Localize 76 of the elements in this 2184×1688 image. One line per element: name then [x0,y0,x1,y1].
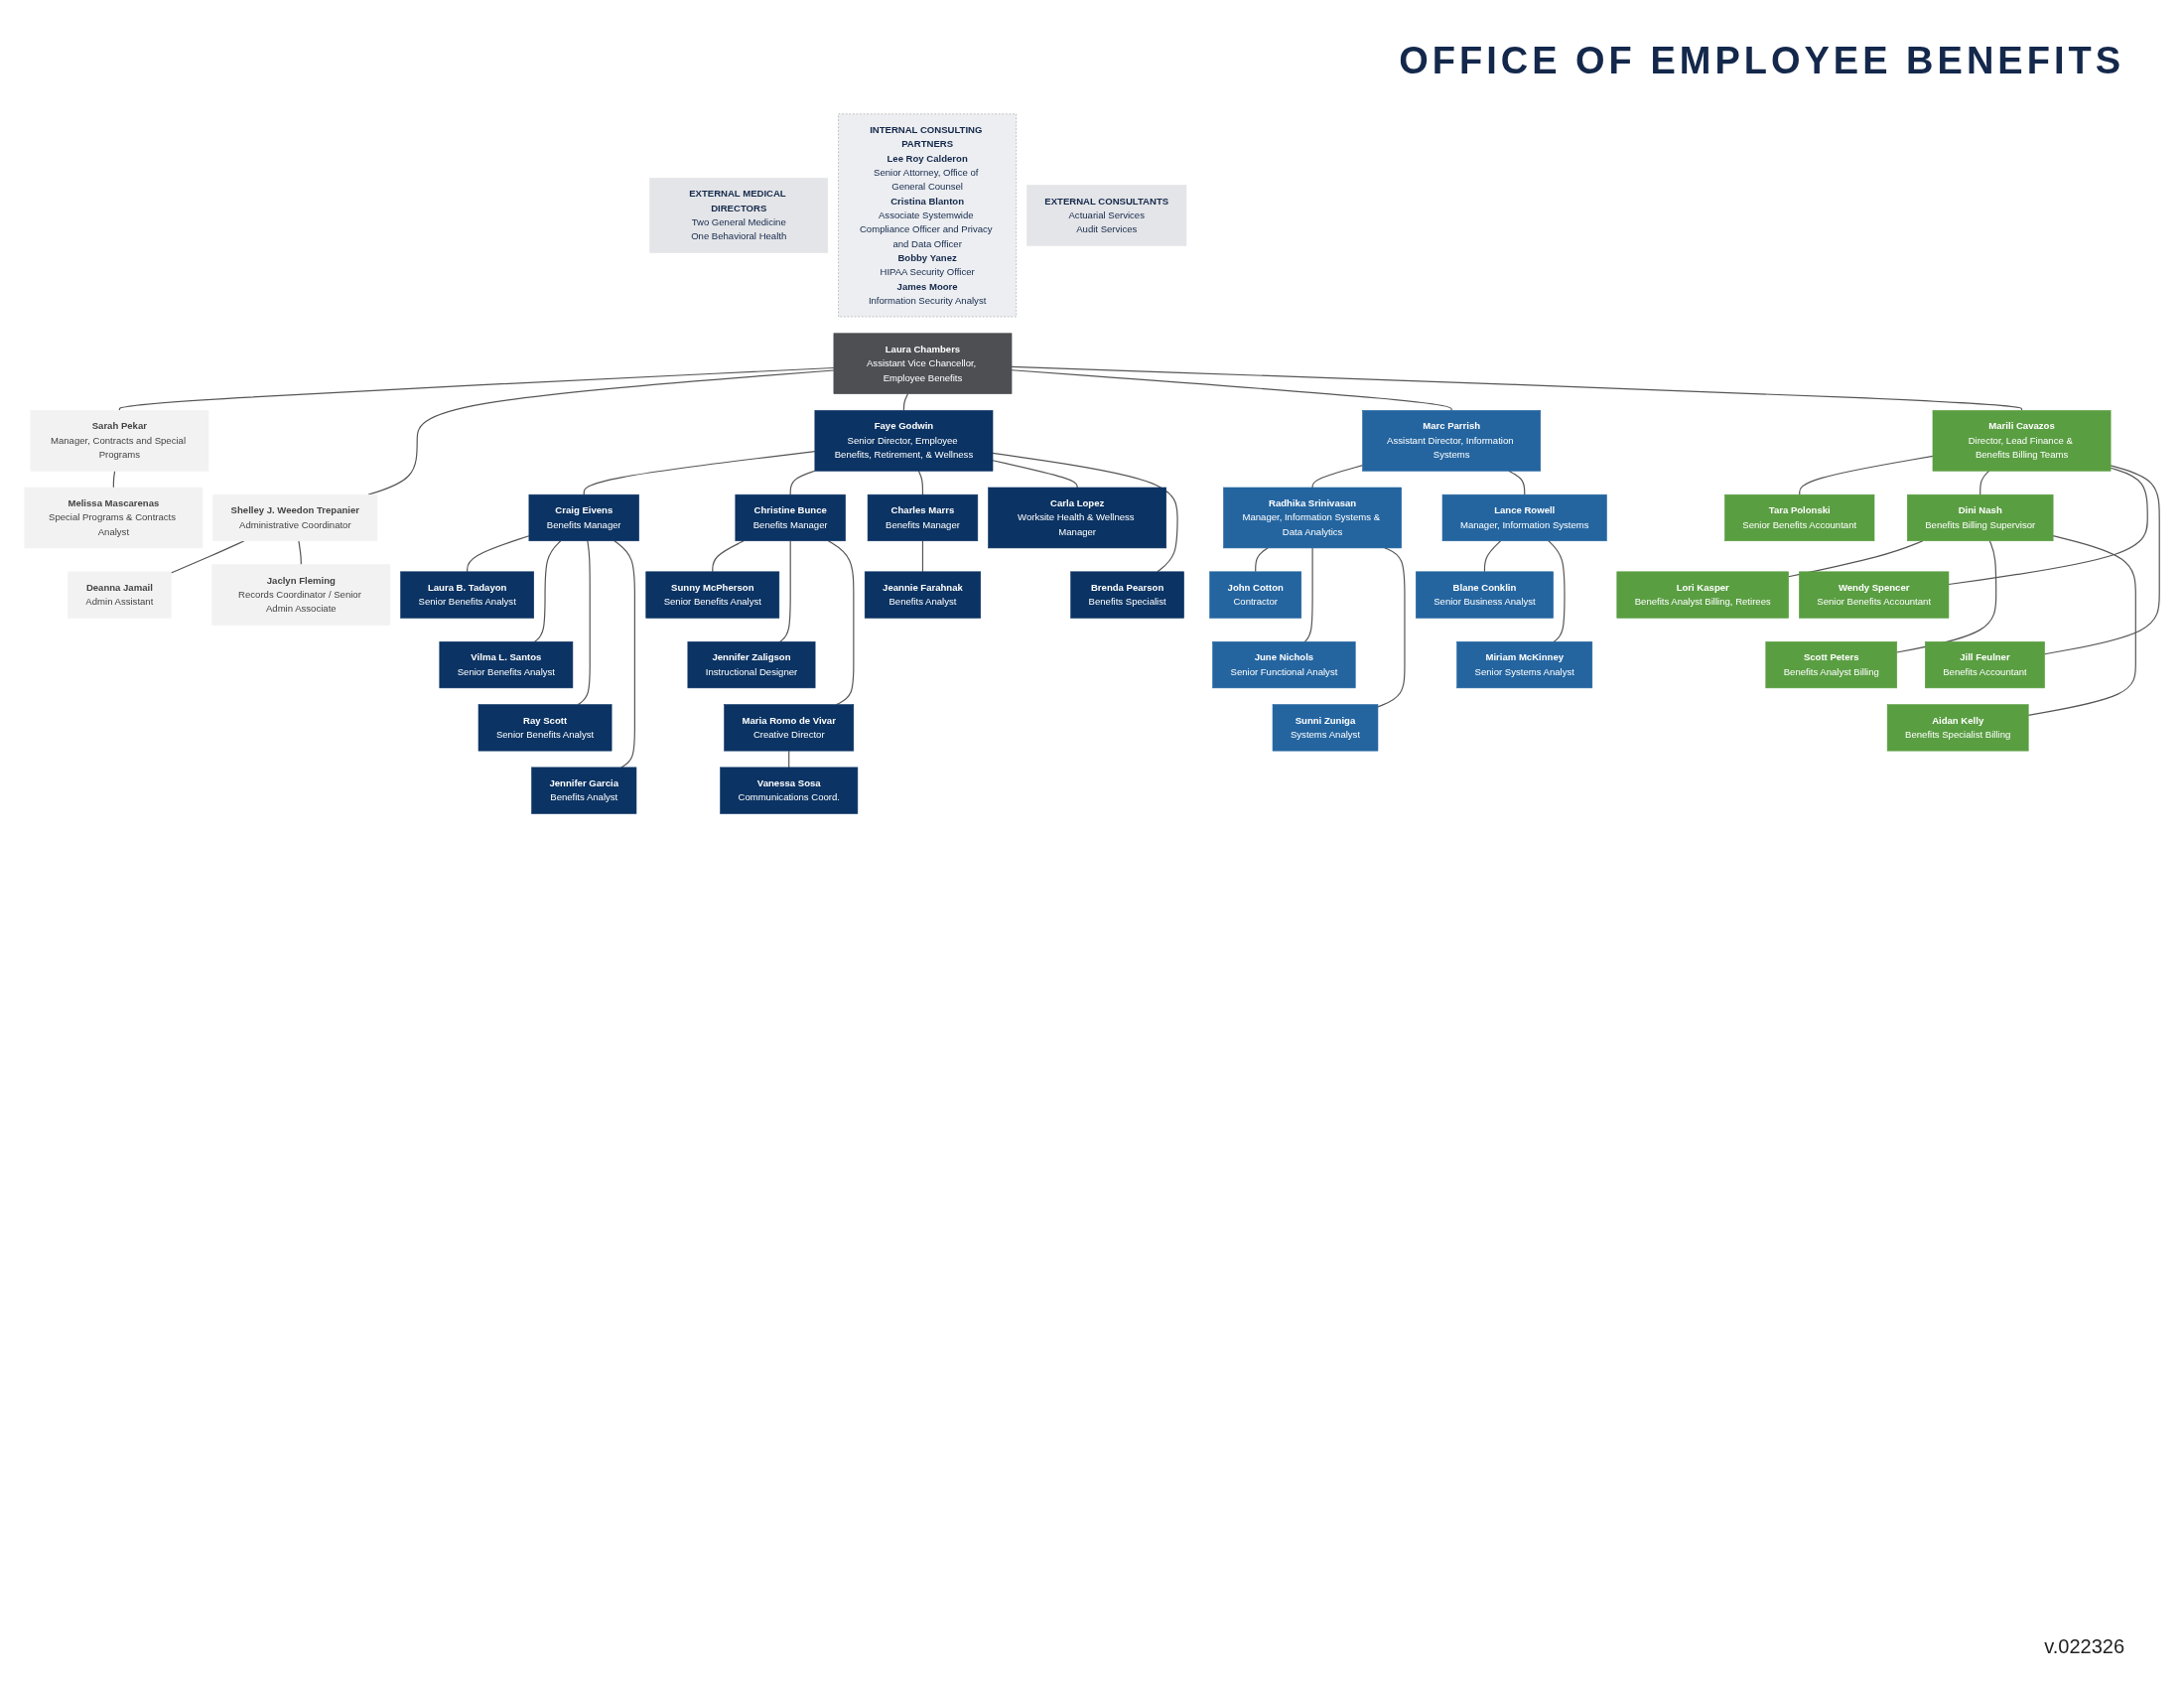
connector [1896,540,1997,653]
connector [1311,465,1364,489]
connector [902,393,909,411]
connector [1799,455,1934,495]
connector [992,460,1078,489]
connector [1377,547,1406,708]
node-box: Blane Conklin Senior Business Analyst [1416,571,1554,619]
connector [921,540,924,573]
node-box: Sunny McPherson Senior Benefits Analyst [645,571,780,619]
connector [577,540,591,706]
connector [1303,547,1313,642]
node-box: Christine Bunce Benefits Manager [735,493,846,542]
connector [367,369,835,495]
connector [118,366,835,411]
node-box: John Cotton Contractor [1209,571,1302,619]
connector [1948,467,2148,586]
node-box: Maria Romo de Vivar Creative Director [724,704,855,752]
node-box: Vanessa Sosa Communications Coord. [720,767,859,814]
node-box: Sarah Pekar Manager, Contracts and Special Programs [30,410,209,472]
node-box: Lori Kasper Benefits Analyst Billing, Retirees [1616,571,1789,619]
connector [1788,540,1924,578]
node-box: Radhika Srinivasan Manager, Information Systems & Data Analytics [1223,487,1402,549]
node-box: Laura B. Tadayon Senior Benefits Analyst [400,571,534,619]
node-box: Craig Eivens Benefits Manager [528,493,639,542]
connector [2044,465,2160,655]
node-box: Faye Godwin Senior Director, Employee Benefits, Retirement, & Wellness [814,410,994,472]
node-box: Dini Nash Benefits Billing Supervisor [1907,493,2054,542]
node-box: Deanna Jamail Admin Assistant [68,571,172,619]
node-box: Miriam McKinney Senior Systems Analyst [1456,640,1593,689]
node-box: Ray Scott Senior Benefits Analyst [478,704,613,752]
node-box: Wendy Spencer Senior Benefits Accountant [1799,571,1950,619]
node-box: Tara Polonski Senior Benefits Accountant [1724,493,1875,542]
node-box: Lance Rowell Manager, Information Systems [1441,493,1607,542]
node-box: Melissa Mascarenas Special Programs & Contracts Analyst [24,487,204,549]
page-title: OFFICE OF EMPLOYEE BENEFITS [1399,40,2124,82]
node-box: Jennifer Garcia Benefits Analyst [531,767,637,814]
node-box: Sunni Zuniga Systems Analyst [1272,704,1379,752]
node-box: EXTERNAL MEDICAL DIRECTORS Two General Medicine One Behavioral Health [649,177,829,253]
node-box: Carla Lopez Worksite Health & Wellness Manager [988,487,1167,549]
connector [1508,470,1526,495]
node-box: Brenda Pearson Benefits Specialist [1070,571,1184,619]
node-box: EXTERNAL CONSULTANTS Actuarial Services Audit Services [1026,185,1187,246]
node-box: Laura Chambers Assistant Vice Chancellor, Employee Benefits [833,333,1013,394]
connector [992,452,1178,573]
connector [789,470,816,495]
version-note: v.022326 [2044,1635,2124,1658]
connector [779,540,791,642]
node-box: Shelley J. Weedon Trepanier Administrative Coordinator [212,493,378,542]
connector [827,540,855,706]
node-box: Jaclyn Fleming Records Coordinator / Senior Admin Associate [211,564,391,626]
node-box: Vilma L. Santos Senior Benefits Analyst [439,640,574,689]
connector [712,540,745,573]
node-box: Charles Marrs Benefits Manager [867,493,979,542]
node-box: INTERNAL CONSULTING PARTNERS Lee Roy Calderon Senior Attorney, Office of General Counsel Cristina Blanton Associate Systemwide Compliance Officer and Privacy and Data Officer Bobby Yanez HIPAA Security Officer James Moore Information Security Analyst [838,113,1017,318]
node-box: Jennifer Zaligson Instructional Designer [687,640,816,689]
node-box: Scott Peters Benefits Analyst Billing [1765,640,1898,689]
connector [2027,535,2136,716]
connector [467,535,530,573]
connector [534,540,562,642]
connector [583,451,816,495]
connector [1011,365,2023,411]
connector [1979,470,1990,495]
connector [1548,540,1566,642]
connector [614,540,635,769]
node-box: Marc Parrish Assistant Director, Information Systems [1362,410,1542,472]
node-box: Jill Feulner Benefits Accountant [1925,640,2045,689]
node-box: June Nichols Senior Functional Analyst [1212,640,1356,689]
node-box: Jeannie Farahnak Benefits Analyst [864,571,982,619]
node-box: Marili Cavazos Director, Lead Finance & Benefits Billing Teams [1932,410,2112,472]
connector [1011,369,1452,411]
connector [298,540,302,566]
connector [1255,547,1269,573]
node-box: Aidan Kelly Benefits Specialist Billing [1886,704,2029,752]
connector [170,540,245,574]
connector [917,470,924,495]
connector [1483,540,1502,573]
